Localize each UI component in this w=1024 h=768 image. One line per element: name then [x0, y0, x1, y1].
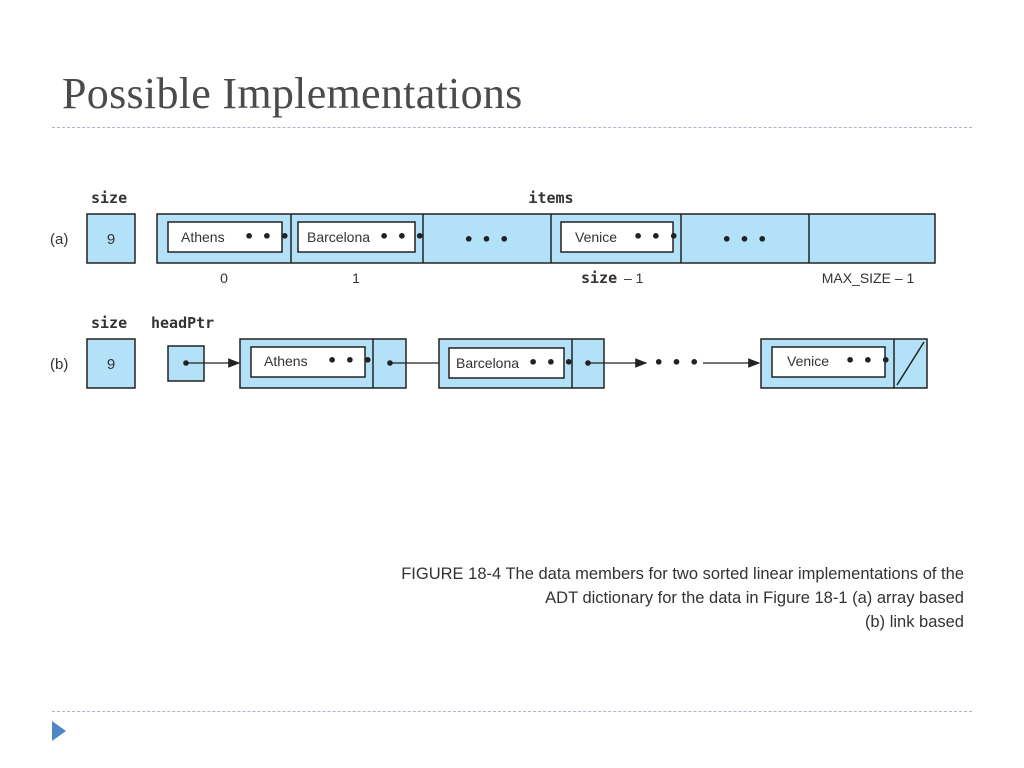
- linked-size-box: [86, 338, 136, 389]
- array-gap-ellipsis-2: • • •: [722, 230, 769, 249]
- array-cell-venice: [560, 221, 674, 253]
- caption-line-3: (b) link based: [864, 613, 964, 631]
- figure-caption: FIGURE 18-4 The data members for two sor…: [264, 562, 964, 634]
- array-cell-athens-dots: • • •: [244, 227, 291, 246]
- row-label-b: (b): [50, 356, 68, 373]
- array-gap-ellipsis-1: • • •: [464, 230, 511, 249]
- slide-title: Possible Implementations: [62, 69, 523, 118]
- caption-line-1: FIGURE 18-4 The data members for two sor…: [401, 565, 964, 583]
- node-athens-text: Athens: [264, 353, 308, 369]
- index-label-size: size: [581, 269, 617, 287]
- array-size-box: [86, 213, 136, 264]
- index-label-0: 0: [220, 270, 228, 286]
- array-cell-barcelona-dots: • • •: [379, 227, 426, 246]
- array-size-label: size: [91, 189, 127, 207]
- linked-gap-ellipsis: • • •: [654, 353, 701, 372]
- index-label-minus-one: – 1: [624, 270, 644, 286]
- index-label-max-size: MAX_SIZE – 1: [822, 270, 915, 286]
- items-array: [156, 213, 936, 264]
- row-label-a: (a): [50, 231, 68, 248]
- array-cell-barcelona: [297, 221, 416, 253]
- null-pointer-slash: [896, 341, 925, 386]
- array-cell-barcelona-text: Barcelona: [307, 229, 370, 245]
- array-cell-athens-text: Athens: [181, 229, 225, 245]
- node-athens-dots: • • •: [327, 351, 374, 370]
- node-barcelona-dots: • • •: [528, 353, 575, 372]
- footer-divider: [52, 711, 972, 712]
- next-slide-triangle-icon[interactable]: [52, 721, 66, 741]
- title-divider: [52, 127, 972, 128]
- items-label: items: [528, 189, 573, 207]
- node-venice-dots: • • •: [845, 351, 892, 370]
- array-size-value: 9: [107, 231, 115, 248]
- head-ptr-label: headPtr: [151, 314, 214, 332]
- node-venice-text: Venice: [787, 353, 829, 369]
- linked-size-value: 9: [107, 356, 115, 373]
- caption-line-2: ADT dictionary for the data in Figure 18…: [545, 589, 964, 607]
- index-label-1: 1: [352, 270, 360, 286]
- array-cell-venice-dots: • • •: [633, 227, 680, 246]
- array-cell-venice-text: Venice: [575, 229, 617, 245]
- array-cell-athens: [167, 221, 283, 253]
- linked-size-label: size: [91, 314, 127, 332]
- node-barcelona-text: Barcelona: [456, 355, 519, 371]
